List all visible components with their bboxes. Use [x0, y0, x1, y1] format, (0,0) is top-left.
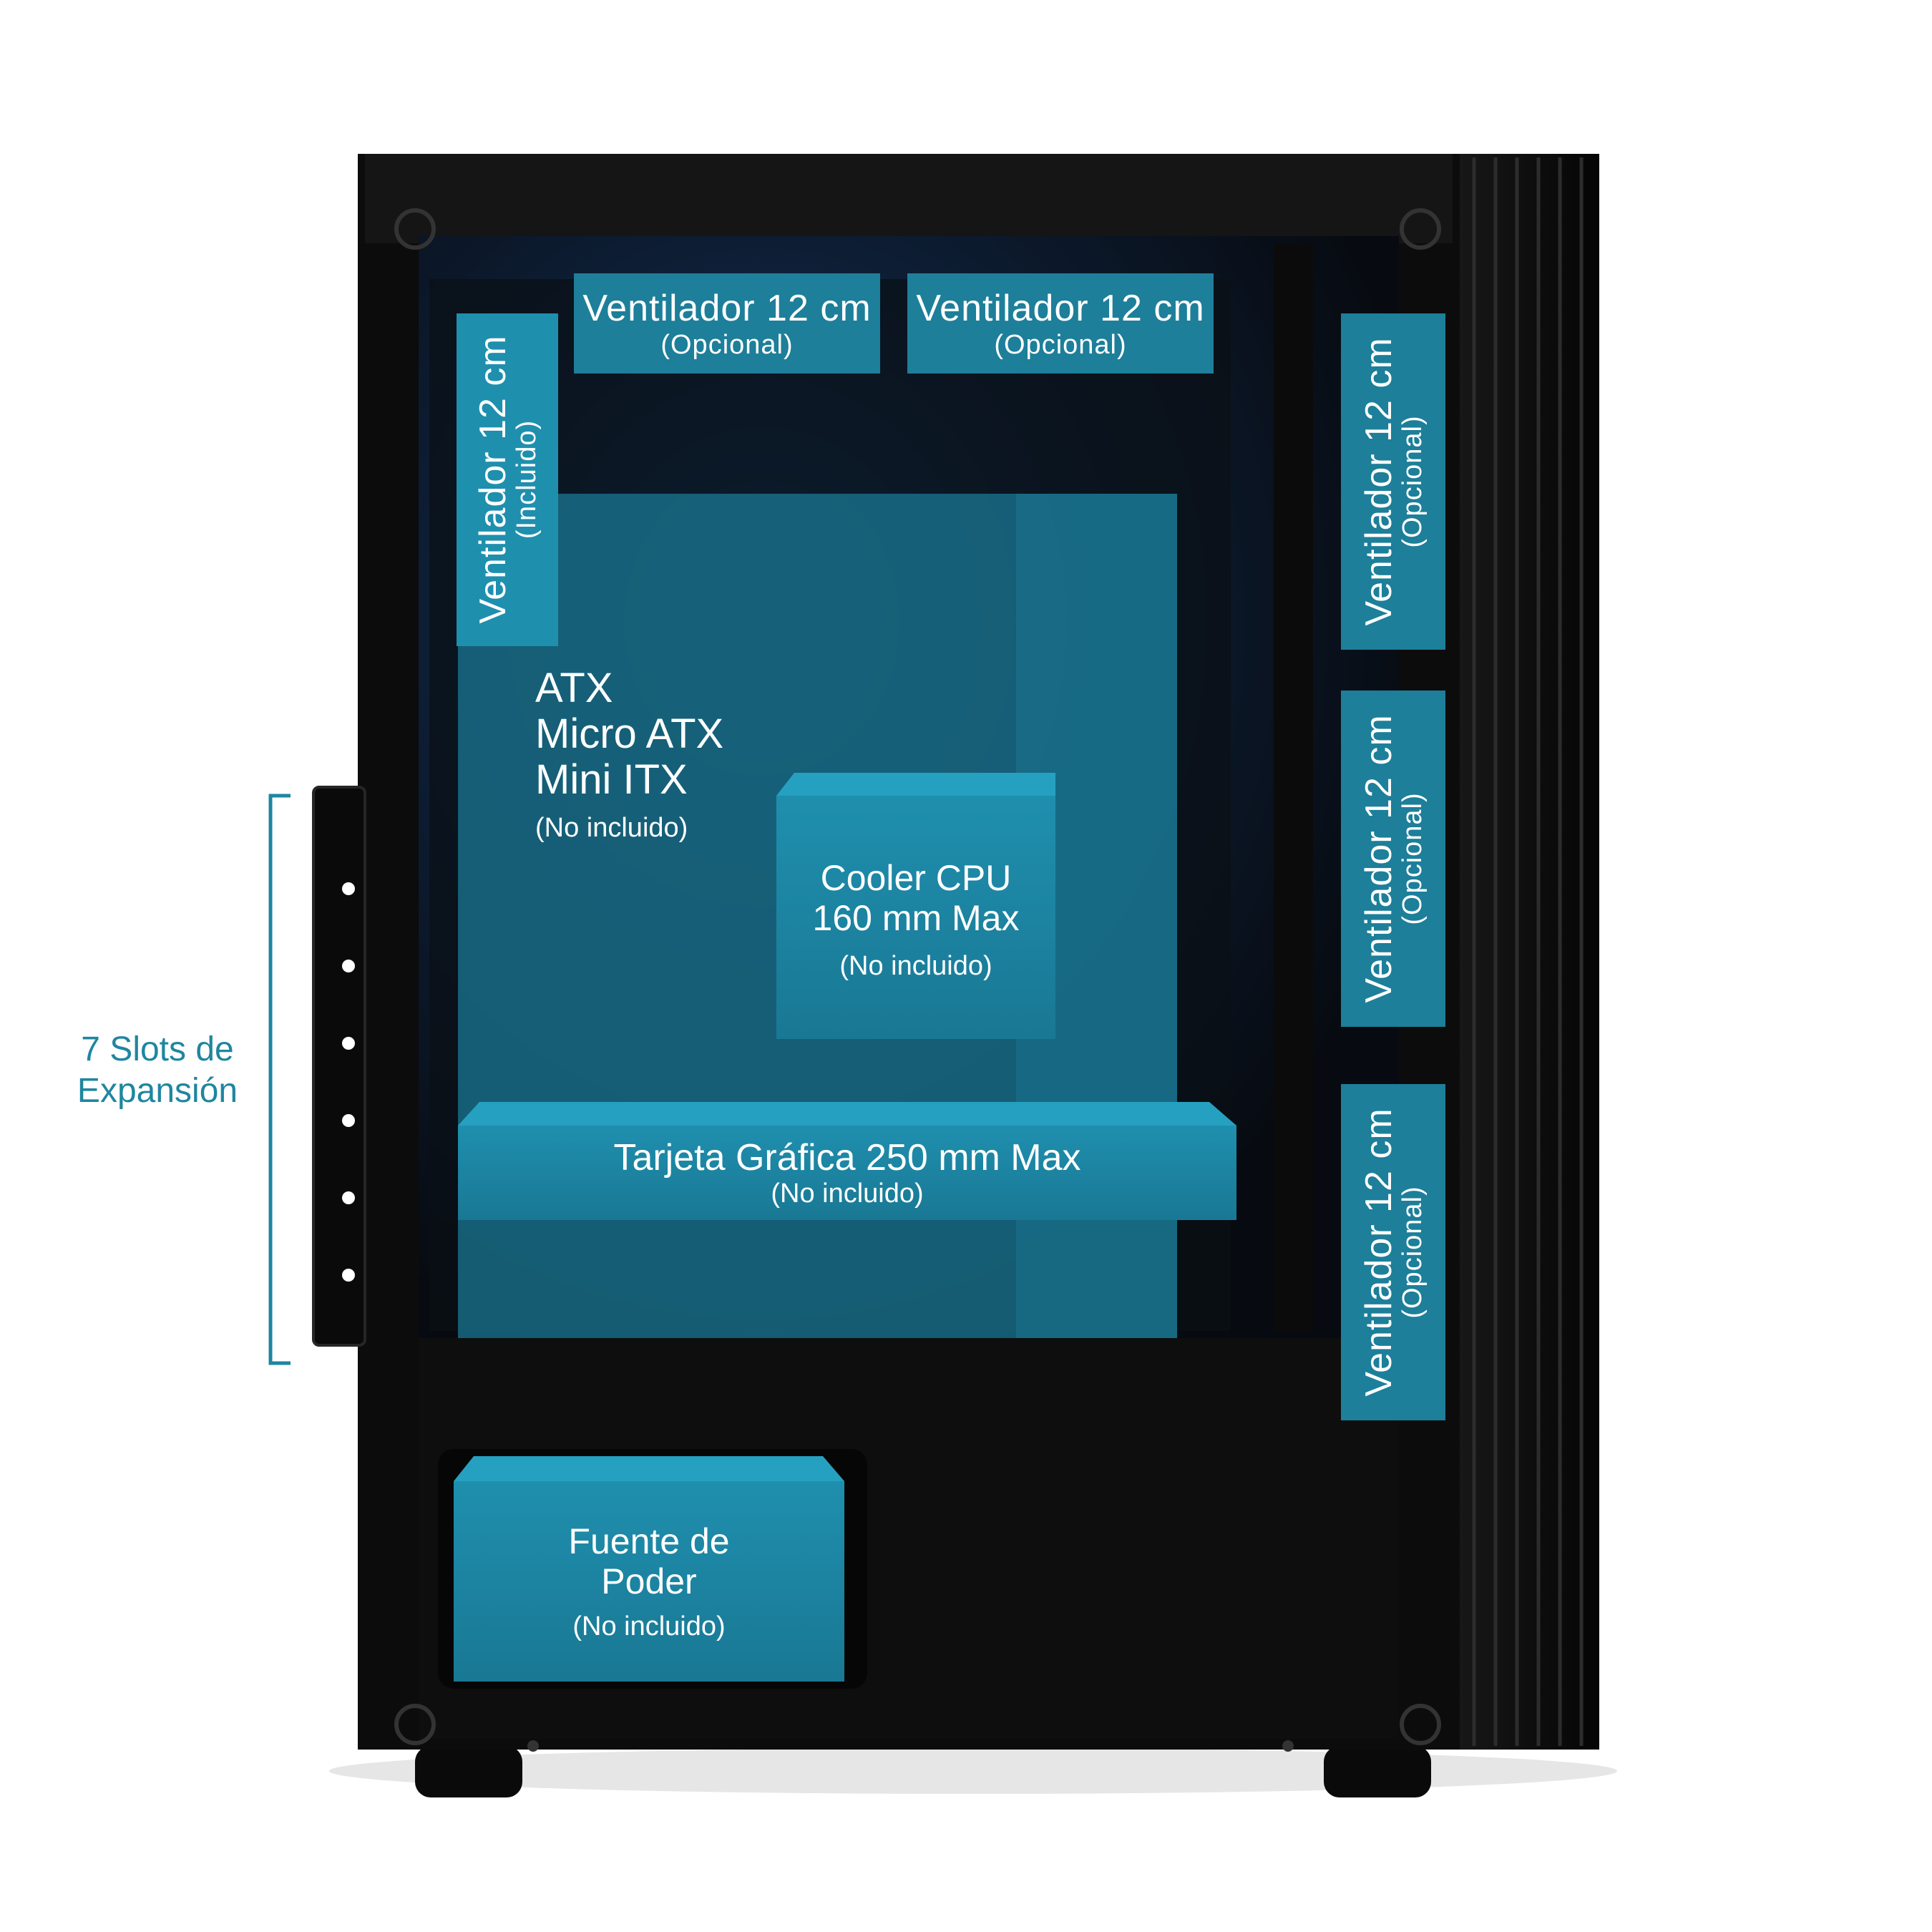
gpu-note: (No incluido)	[771, 1178, 924, 1209]
case-top-bezel	[365, 154, 1453, 243]
fan-front-top-label: Ventilador 12 cm (Opcional)	[1357, 337, 1428, 626]
rivet	[527, 1740, 539, 1752]
fan-front-middle-label: Ventilador 12 cm (Opcional)	[1357, 714, 1428, 1003]
fan-note: (Opcional)	[994, 329, 1127, 360]
fan-note: (Opcional)	[1397, 1186, 1428, 1319]
fan-title: Ventilador 12 cm	[582, 287, 872, 329]
motherboard-format-atx: ATX	[535, 665, 613, 711]
fan-note: (Opcional)	[1397, 792, 1428, 925]
fan-box-front-top	[1341, 313, 1445, 650]
screw	[1400, 1704, 1441, 1745]
expansion-slot-holes	[342, 882, 355, 1282]
gpu-box-top	[458, 1102, 1236, 1126]
psu-label: Fuente de Poder (No incluido)	[454, 1481, 844, 1682]
expansion-bracket	[312, 786, 366, 1347]
fan-front-bottom-label: Ventilador 12 cm (Opcional)	[1357, 1108, 1428, 1397]
fan-box-front-middle	[1341, 691, 1445, 1027]
motherboard-formats: ATX Micro ATX Mini ITX	[535, 665, 723, 803]
front-panel-ribs	[1472, 157, 1584, 1746]
screw	[1400, 208, 1441, 250]
screw	[394, 1704, 436, 1745]
cooler-note: (No incluido)	[839, 950, 992, 981]
psu-note: (No incluido)	[572, 1611, 726, 1641]
slots-label-line1: 7 Slots de	[81, 1030, 234, 1068]
cooler-title: Cooler CPU	[820, 857, 1012, 898]
case-foot-left	[415, 1746, 522, 1797]
cooler-size: 160 mm Max	[812, 897, 1020, 938]
fan-note: (Incluido)	[511, 419, 542, 540]
psu-title-line2: Poder	[601, 1561, 697, 1601]
gpu-label: Tarjeta Gráfica 250 mm Max (No incluido)	[458, 1126, 1236, 1220]
fan-box-rear	[457, 313, 558, 646]
slots-label-line2: Expansión	[77, 1072, 238, 1110]
cooler-box-top	[776, 773, 1055, 796]
fan-title: Ventilador 12 cm	[472, 335, 514, 624]
slots-bracket-line	[268, 794, 291, 1365]
fan-top-left-label: Ventilador 12 cm (Opcional)	[574, 273, 880, 374]
fan-note: (Opcional)	[660, 329, 794, 360]
gpu-box	[458, 1126, 1236, 1220]
fan-title: Ventilador 12 cm	[1357, 1108, 1400, 1397]
floor-shadow	[329, 1748, 1617, 1794]
rivet	[1282, 1740, 1294, 1752]
fan-title: Ventilador 12 cm	[916, 287, 1205, 329]
psu-title-line1: Fuente de	[568, 1521, 730, 1561]
motherboard-format-mini-itx: Mini ITX	[535, 756, 688, 803]
right-interior-divider	[1274, 243, 1313, 1331]
gpu-title: Tarjeta Gráfica 250 mm Max	[613, 1136, 1081, 1179]
fan-top-right-label: Ventilador 12 cm (Opcional)	[907, 273, 1214, 374]
expansion-slots-label: 7 Slots de Expansión	[50, 1029, 265, 1112]
screw	[394, 208, 436, 250]
psu-box-top	[454, 1456, 844, 1481]
fan-note: (Opcional)	[1397, 415, 1428, 548]
front-panel	[1453, 154, 1599, 1750]
case-foot-right	[1324, 1746, 1431, 1797]
fan-box-top-right	[907, 273, 1214, 374]
motherboard-format-micro-atx: Micro ATX	[535, 711, 724, 757]
fan-title: Ventilador 12 cm	[1357, 337, 1400, 626]
psu-box	[454, 1481, 844, 1682]
fan-rear-label: Ventilador 12 cm (Incluido)	[472, 335, 542, 624]
fan-title: Ventilador 12 cm	[1357, 714, 1400, 1003]
cooler-label: Cooler CPU 160 mm Max (No incluido)	[776, 823, 1055, 1016]
fan-box-front-bottom	[1341, 1084, 1445, 1420]
cooler-box	[776, 796, 1055, 1039]
motherboard-note: (No incluido)	[535, 813, 688, 843]
fan-box-top-left	[574, 273, 880, 374]
